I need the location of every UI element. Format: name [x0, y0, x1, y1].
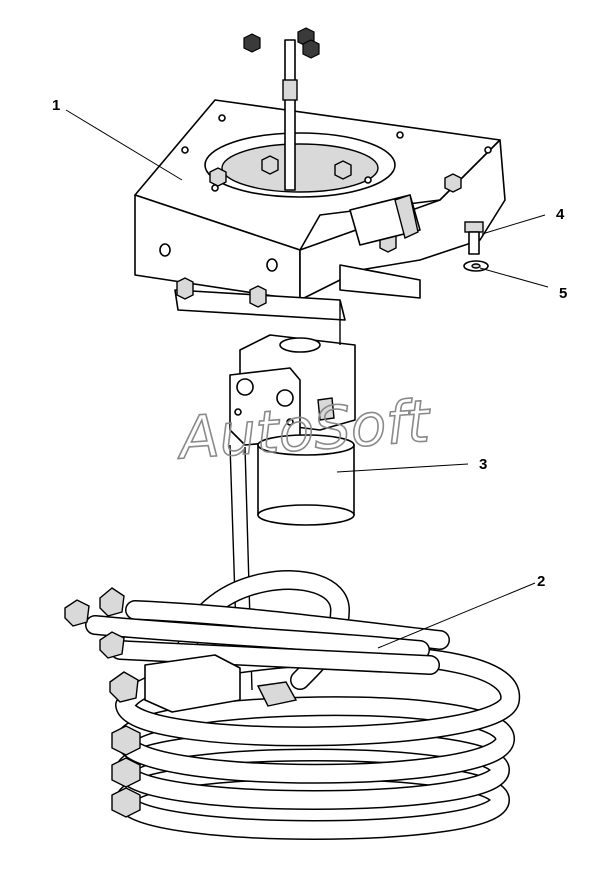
callout-leaders [65, 109, 549, 649]
watermark: AutoSoft [172, 386, 434, 473]
hydraulic-unit-part-3 [229, 300, 356, 691]
mounting-bracket-part-1 [134, 99, 506, 321]
hose-assembly-part-2 [64, 570, 520, 840]
callout-5: 5 [559, 285, 567, 302]
callout-1: 1 [52, 97, 60, 114]
control-rod [243, 27, 320, 191]
bolt-part-4 [464, 221, 484, 255]
callout-labels: 1 2 3 4 5 [52, 97, 567, 590]
callout-4: 4 [556, 206, 565, 223]
watermark-text: AutoSoft [173, 387, 434, 473]
callout-2: 2 [537, 573, 545, 590]
callout-3: 3 [479, 456, 487, 473]
hose-end-fittings [64, 587, 141, 818]
top-bolt-heads [209, 155, 462, 193]
